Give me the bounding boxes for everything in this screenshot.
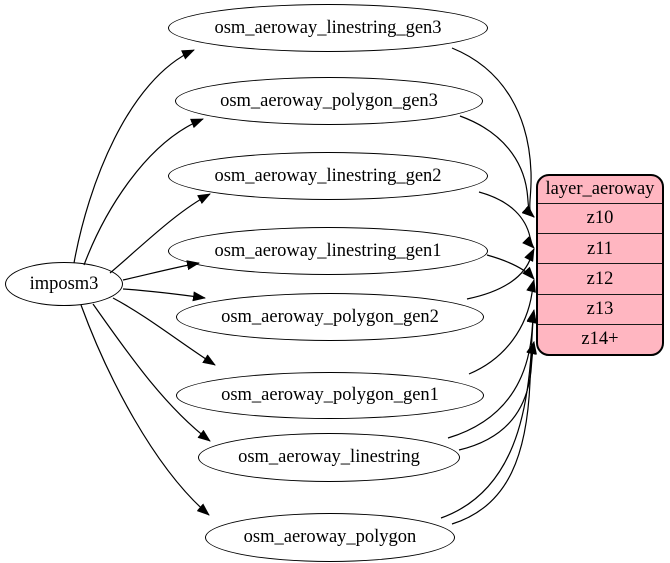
edge-imposm3-to-linestring-gen1 [122,260,200,281]
edge-imposm3-to-polygon-gen2 [122,288,206,302]
edge-imposm3-to-linestring-gen3 [73,49,195,264]
node-label: osm_aeroway_polygon_gen3 [220,90,438,111]
node-osm-aeroway-linestring-gen1: osm_aeroway_linestring_gen1 [168,227,488,275]
edge-polygon-gen1-to-z12 [468,279,536,375]
edge-imposm3-to-polygon [80,304,210,516]
node-label: osm_aeroway_linestring_gen2 [214,165,442,186]
zoom-row-z14: z14+ [538,323,662,354]
node-layer-aeroway: layer_aeroway z10 z11 z12 z13 z14+ [536,174,664,356]
node-osm-aeroway-polygon-gen2: osm_aeroway_polygon_gen2 [176,293,484,341]
layer-aeroway-title: layer_aeroway [545,179,655,200]
node-osm-aeroway-linestring: osm_aeroway_linestring [198,433,460,482]
node-osm-aeroway-polygon: osm_aeroway_polygon [205,513,455,562]
node-osm-aeroway-polygon-gen1: osm_aeroway_polygon_gen1 [176,372,484,419]
node-imposm3: imposm3 [5,262,123,306]
node-osm-aeroway-linestring-gen3: osm_aeroway_linestring_gen3 [168,4,488,52]
edge-polygon-to-z14 [451,341,536,525]
edge-linestring-gen2-to-z11 [478,191,535,249]
node-label: osm_aeroway_linestring [238,447,420,468]
zoom-row-z10: z10 [538,203,662,233]
zoom-row-z12: z12 [538,263,662,293]
node-label: osm_aeroway_polygon [243,527,417,548]
edge-polygon-to-z13 [440,310,537,519]
node-osm-aeroway-polygon-gen3: osm_aeroway_polygon_gen3 [175,77,483,125]
node-label: osm_aeroway_polygon_gen1 [221,385,439,406]
node-label: osm_aeroway_polygon_gen2 [221,306,439,327]
zoom-row-z13: z13 [538,293,662,324]
node-label: osm_aeroway_linestring_gen3 [214,17,442,38]
edge-linestring-gen1-to-z12 [486,254,535,280]
edge-linestring-gen3-to-z10 [451,47,535,218]
node-osm-aeroway-linestring-gen2: osm_aeroway_linestring_gen2 [168,152,488,200]
node-imposm3-label: imposm3 [29,273,99,294]
node-label: osm_aeroway_linestring_gen1 [214,240,442,261]
zoom-row-z11: z11 [538,233,662,263]
